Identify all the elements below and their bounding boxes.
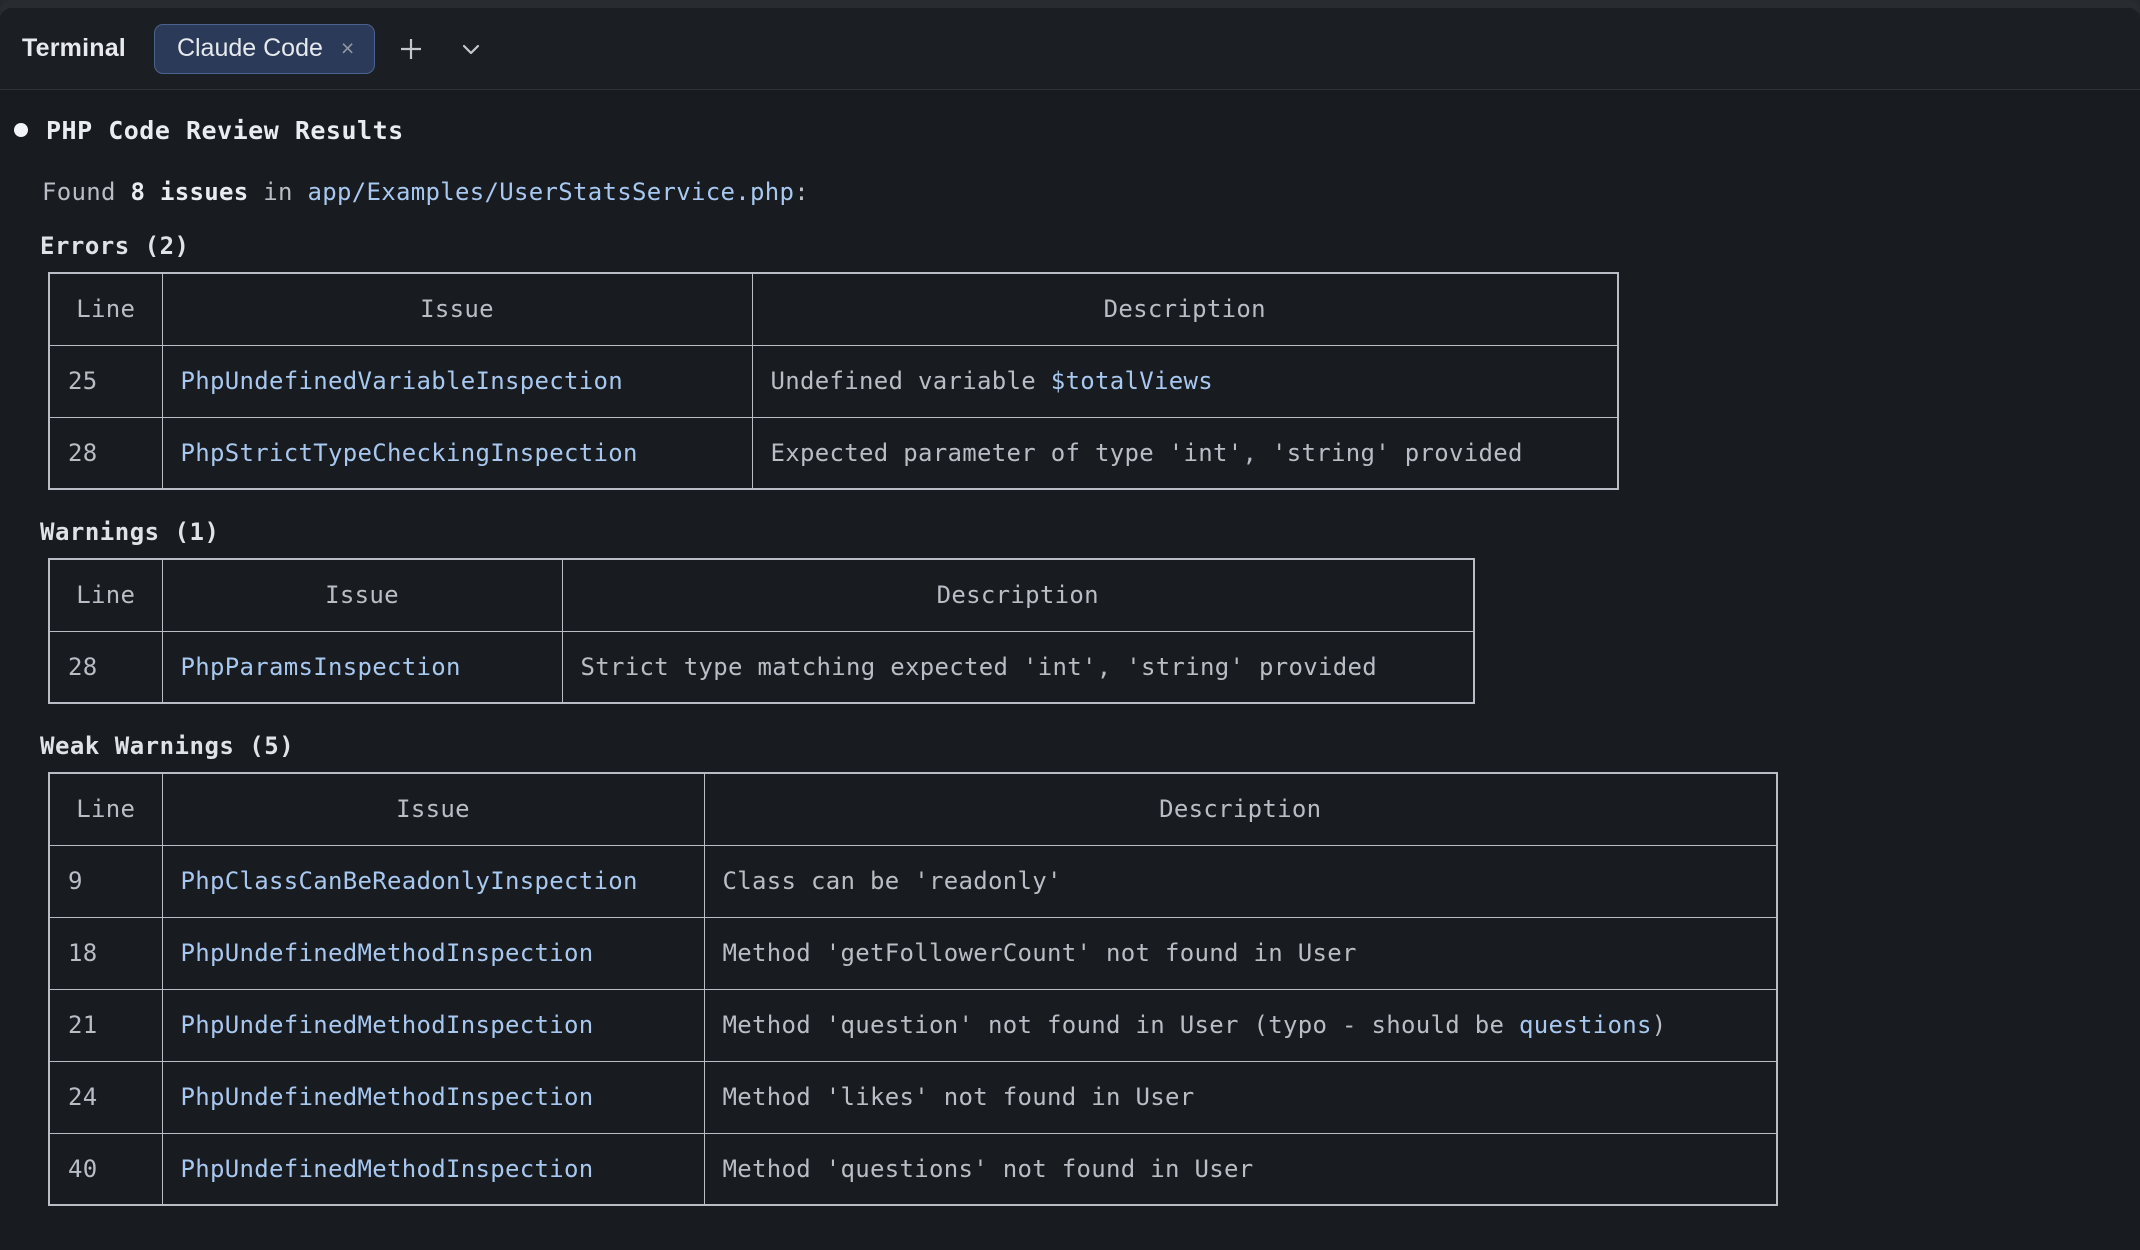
panel-title: Terminal bbox=[22, 34, 126, 62]
section-title-warnings: Warnings (1) bbox=[40, 518, 220, 546]
cell-line: 28 bbox=[48, 630, 163, 704]
column-header-description: Description bbox=[703, 772, 1778, 846]
plus-icon[interactable] bbox=[387, 25, 435, 73]
desc-text: Undefined variable bbox=[770, 367, 1051, 395]
cell-description: Method 'likes' not found in User bbox=[703, 1060, 1778, 1134]
table-row: 25 PhpUndefinedVariableInspection Undefi… bbox=[48, 344, 1619, 418]
terminal-output: PHP Code Review Results Found 8 issues i… bbox=[0, 90, 2140, 1206]
cell-line: 28 bbox=[48, 416, 163, 490]
table-row: 28 PhpStrictTypeCheckingInspection Expec… bbox=[48, 416, 1619, 490]
column-header-issue: Issue bbox=[161, 772, 705, 846]
cell-description: Method 'question' not found in User (typ… bbox=[703, 988, 1778, 1062]
table-errors: Line Issue Description 25 PhpUndefinedVa… bbox=[48, 272, 1619, 490]
close-icon[interactable]: × bbox=[340, 35, 355, 61]
issue-count: 8 issues bbox=[130, 178, 249, 206]
table-row: 40 PhpUndefinedMethodInspection Method '… bbox=[48, 1132, 1778, 1206]
cell-line: 25 bbox=[48, 344, 163, 418]
cell-line: 18 bbox=[48, 916, 163, 990]
cell-issue: PhpUndefinedMethodInspection bbox=[161, 988, 705, 1062]
desc-code: questions bbox=[1518, 1011, 1652, 1039]
file-path: app/Examples/UserStatsService.php bbox=[307, 178, 795, 206]
summary-prefix: Found bbox=[42, 178, 131, 206]
table-header-row: Line Issue Description bbox=[48, 558, 1475, 632]
summary-suffix: : bbox=[794, 178, 809, 206]
cell-description: Class can be 'readonly' bbox=[703, 844, 1778, 918]
desc-text: Method 'questions' not found in User bbox=[722, 1154, 1254, 1183]
cell-issue: PhpClassCanBeReadonlyInspection bbox=[161, 844, 705, 918]
cell-line: 9 bbox=[48, 844, 163, 918]
cell-description: Expected parameter of type 'int', 'strin… bbox=[751, 416, 1619, 490]
column-header-description: Description bbox=[561, 558, 1475, 632]
cell-description: Method 'getFollowerCount' not found in U… bbox=[703, 916, 1778, 990]
table-row: 18 PhpUndefinedMethodInspection Method '… bbox=[48, 916, 1778, 990]
desc-text: Method 'getFollowerCount' not found in U… bbox=[722, 939, 1357, 967]
section-title-errors: Errors (2) bbox=[40, 232, 190, 260]
desc-text: Method 'likes' not found in User bbox=[722, 1083, 1195, 1111]
desc-text: Strict type matching expected 'int', 'st… bbox=[580, 652, 1377, 681]
cell-line: 24 bbox=[48, 1060, 163, 1134]
desc-text: Method 'question' not found in User (typ… bbox=[722, 1011, 1519, 1039]
cell-issue: PhpParamsInspection bbox=[161, 630, 563, 704]
cell-issue: PhpStrictTypeCheckingInspection bbox=[161, 416, 753, 490]
cell-issue: PhpUndefinedVariableInspection bbox=[161, 344, 753, 418]
column-header-issue: Issue bbox=[161, 272, 753, 346]
cell-line: 40 bbox=[48, 1132, 163, 1206]
cell-issue: PhpUndefinedMethodInspection bbox=[161, 1060, 705, 1134]
column-header-line: Line bbox=[48, 558, 163, 632]
desc-text: Class can be 'readonly' bbox=[722, 867, 1062, 895]
terminal-tab-bar: Terminal Claude Code × bbox=[0, 8, 2140, 90]
desc-text: Expected parameter of type 'int', 'strin… bbox=[770, 438, 1523, 467]
result-heading-row: PHP Code Review Results bbox=[0, 108, 2140, 152]
tab-label: Claude Code bbox=[176, 34, 323, 62]
table-header-row: Line Issue Description bbox=[48, 272, 1619, 346]
page-title: PHP Code Review Results bbox=[46, 115, 404, 145]
table-row: 21 PhpUndefinedMethodInspection Method '… bbox=[48, 988, 1778, 1062]
table-row: 24 PhpUndefinedMethodInspection Method '… bbox=[48, 1060, 1778, 1134]
column-header-line: Line bbox=[48, 772, 163, 846]
table-warnings: Line Issue Description 28 PhpParamsInspe… bbox=[48, 558, 1475, 704]
column-header-issue: Issue bbox=[161, 558, 563, 632]
cell-description: Method 'questions' not found in User bbox=[703, 1132, 1778, 1206]
cell-description: Undefined variable $totalViews bbox=[751, 344, 1619, 418]
table-row: 28 PhpParamsInspection Strict type match… bbox=[48, 630, 1475, 704]
summary-middle: in bbox=[248, 178, 308, 206]
column-header-line: Line bbox=[48, 272, 163, 346]
cell-issue: PhpUndefinedMethodInspection bbox=[161, 1132, 705, 1206]
table-header-row: Line Issue Description bbox=[48, 772, 1778, 846]
chevron-down-icon[interactable] bbox=[447, 25, 495, 73]
bullet-icon bbox=[14, 123, 28, 137]
table-weak-warnings: Line Issue Description 9 PhpClassCanBeRe… bbox=[48, 772, 1778, 1206]
cell-line: 21 bbox=[48, 988, 163, 1062]
cell-issue: PhpUndefinedMethodInspection bbox=[161, 916, 705, 990]
section-title-weak-warnings: Weak Warnings (5) bbox=[40, 732, 295, 760]
desc-tail: ) bbox=[1651, 1011, 1667, 1039]
summary-line: Found 8 issues in app/Examples/UserStats… bbox=[0, 180, 2140, 204]
cell-description: Strict type matching expected 'int', 'st… bbox=[561, 630, 1475, 704]
column-header-description: Description bbox=[751, 272, 1619, 346]
table-row: 9 PhpClassCanBeReadonlyInspection Class … bbox=[48, 844, 1778, 918]
desc-code: $totalViews bbox=[1050, 367, 1213, 395]
tab-claude-code[interactable]: Claude Code × bbox=[153, 23, 376, 74]
window-body: Terminal Claude Code × PHP Code Review R bbox=[0, 8, 2140, 1250]
